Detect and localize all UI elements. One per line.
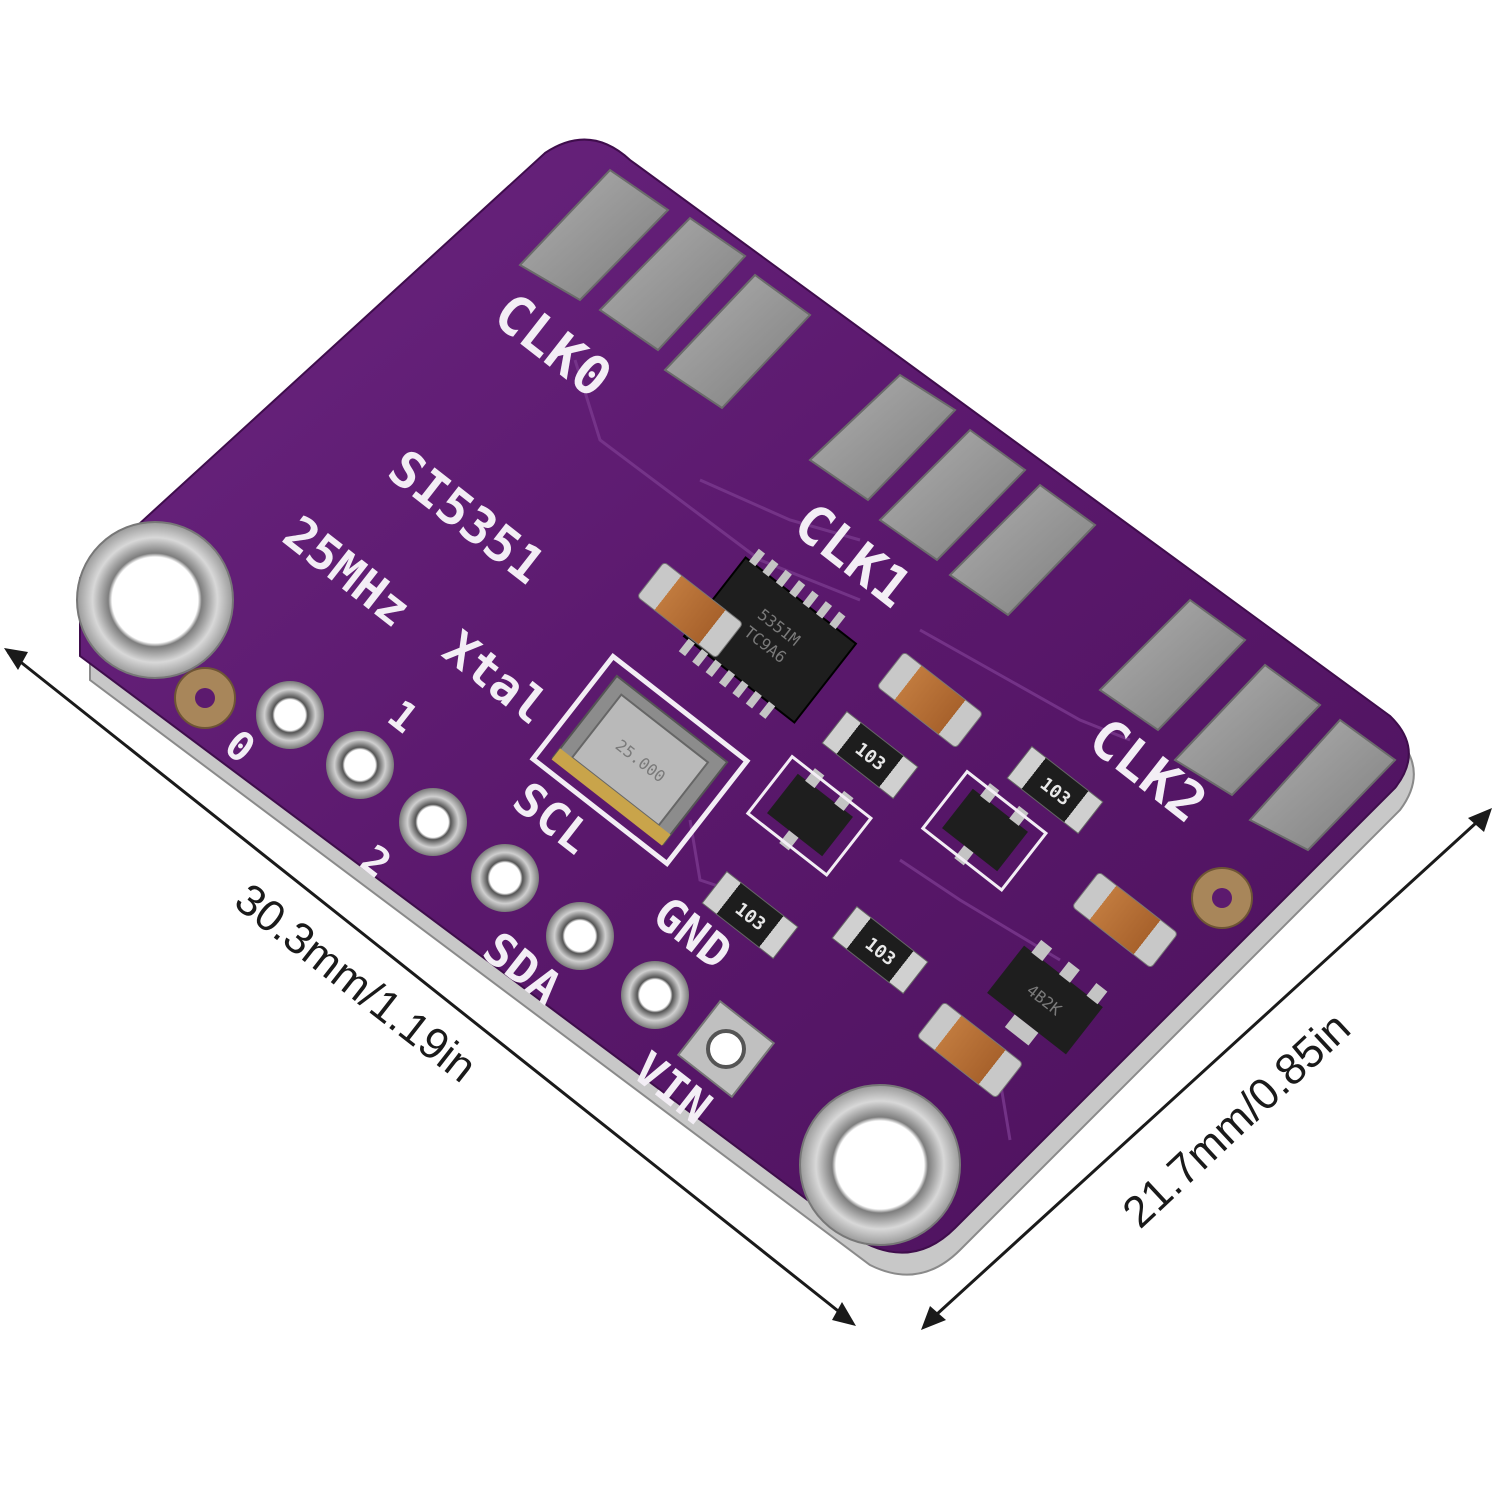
resistor-2: 103 <box>1006 745 1104 835</box>
capacitor-3 <box>1073 872 1177 968</box>
pin-sda <box>471 844 539 912</box>
header-pins <box>174 667 1253 1099</box>
resistor-1: 103 <box>821 710 919 800</box>
resistor-4: 103 <box>831 905 929 995</box>
mounting-hole-left <box>76 521 234 679</box>
capacitor-2 <box>878 652 982 748</box>
pin-gnd <box>546 902 614 970</box>
pin-extra <box>621 961 689 1029</box>
transistor-2 <box>920 769 1049 893</box>
pin-scl <box>399 788 467 856</box>
pin-1 <box>256 681 324 749</box>
capacitor-1 <box>638 562 742 658</box>
capacitor-4 <box>918 1002 1022 1098</box>
clk-pads <box>518 168 1397 852</box>
crystal-oscillator: 25.000 <box>529 652 751 868</box>
mounting-hole-right <box>799 1084 961 1246</box>
pin-2 <box>326 731 394 799</box>
transistor-1 <box>745 754 874 878</box>
si5351-chip: 5351M TC9A6 <box>678 548 858 724</box>
resistor-3: 103 <box>701 870 799 960</box>
pcb-board <box>79 138 1410 1254</box>
voltage-regulator: 4B2K <box>987 939 1108 1055</box>
